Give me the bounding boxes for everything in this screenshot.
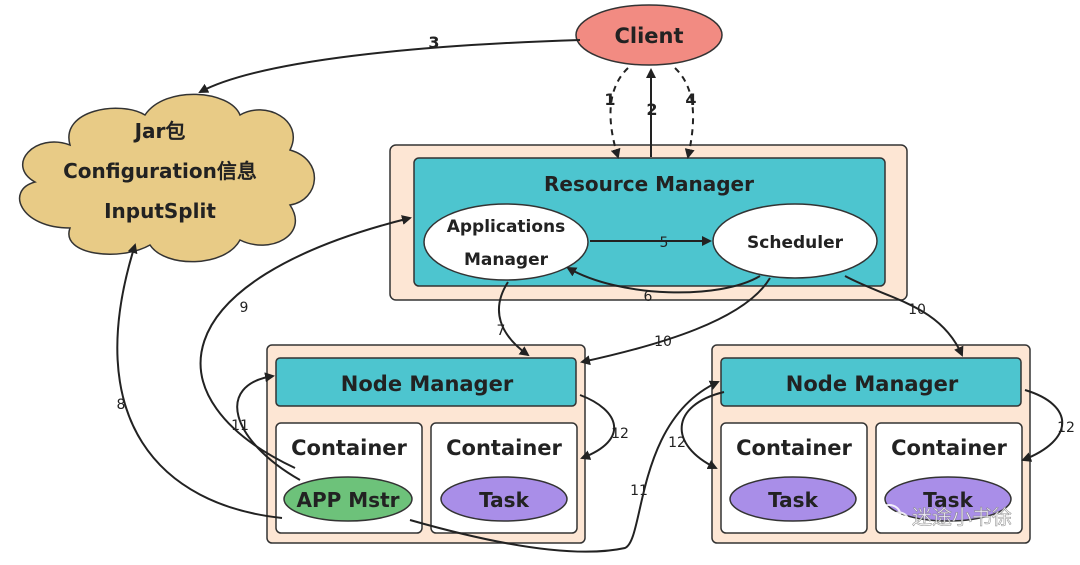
arrow-label-6: 6 bbox=[644, 289, 653, 305]
task-right-b-node bbox=[884, 476, 1012, 522]
cloud-line-configuration: Configuration信息 bbox=[63, 159, 257, 183]
task-right-a-label: Task bbox=[768, 488, 818, 512]
arrow-label-3: 3 bbox=[428, 33, 439, 52]
applications-manager-line2: Manager bbox=[464, 250, 549, 270]
task-left-label: Task bbox=[479, 488, 529, 512]
task-left-node bbox=[440, 476, 568, 522]
arrow-label-10-left: 10 bbox=[654, 334, 672, 350]
app-master-label: APP Mstr bbox=[297, 488, 400, 512]
arrow-7 bbox=[498, 281, 530, 357]
arrow-11-right bbox=[409, 380, 720, 553]
arrow-label-1: 1 bbox=[604, 90, 615, 109]
node-manager-right: Node Manager Container Container Task Ta… bbox=[711, 344, 1031, 544]
cloud-line-inputsplit: InputSplit bbox=[104, 199, 216, 223]
arrow-label-5: 5 bbox=[660, 235, 669, 251]
arrow-12-left bbox=[579, 394, 615, 460]
node-manager-right-title: Node Manager bbox=[786, 372, 959, 396]
scheduler-node bbox=[712, 203, 878, 279]
watermark: 迷途小书徐 bbox=[877, 504, 1012, 529]
task-right-a-node bbox=[729, 476, 857, 522]
resource-cloud: Jar包 Configuration信息 InputSplit bbox=[18, 93, 316, 263]
cloud-line-jar: Jar包 bbox=[133, 119, 186, 143]
arrow-label-10-right: 10 bbox=[908, 302, 926, 318]
arrow-labels: 3 1 2 4 5 6 7 9 8 10 10 11 11 12 12 12 bbox=[117, 33, 1075, 499]
container-left-b-label: Container bbox=[446, 436, 562, 460]
arrow-10-left bbox=[580, 277, 771, 366]
arrow-label-11-left: 11 bbox=[231, 418, 249, 434]
client-node: Client bbox=[575, 4, 723, 66]
arrow-12-mid bbox=[680, 391, 725, 470]
arrow-6 bbox=[566, 267, 761, 294]
arrow-label-11-right: 11 bbox=[630, 483, 648, 499]
arrow-8 bbox=[116, 243, 283, 519]
arrow-label-7: 7 bbox=[497, 323, 506, 339]
resource-manager-title: Resource Manager bbox=[544, 172, 754, 196]
arrow-11-left bbox=[236, 372, 301, 481]
arrows bbox=[116, 39, 1064, 553]
app-master-node bbox=[283, 476, 413, 522]
applications-manager-node bbox=[423, 203, 589, 281]
arrow-label-12-right: 12 bbox=[1057, 420, 1075, 436]
arrow-10-right bbox=[844, 275, 964, 357]
container-right-a-label: Container bbox=[736, 436, 852, 460]
client-label: Client bbox=[614, 24, 683, 48]
arrow-label-8: 8 bbox=[117, 397, 126, 413]
arrow-3 bbox=[198, 39, 581, 93]
arrow-4 bbox=[674, 67, 695, 159]
arrow-label-9: 9 bbox=[240, 300, 249, 316]
arrow-label-12-left: 12 bbox=[611, 426, 629, 442]
arrow-label-2: 2 bbox=[646, 100, 657, 119]
arrow-1 bbox=[609, 67, 629, 159]
applications-manager-line1: Applications bbox=[447, 217, 566, 237]
scheduler-label: Scheduler bbox=[747, 233, 844, 253]
node-manager-left: Node Manager Container Container APP Mst… bbox=[266, 344, 586, 544]
resource-manager: Resource Manager Applications Manager Sc… bbox=[389, 144, 908, 301]
container-left-a-label: Container bbox=[291, 436, 407, 460]
node-manager-left-title: Node Manager bbox=[341, 372, 514, 396]
watermark-text: 迷途小书徐 bbox=[912, 505, 1012, 529]
arrow-9 bbox=[199, 215, 412, 469]
container-right-b-label: Container bbox=[891, 436, 1007, 460]
arrow-12-right bbox=[1021, 389, 1064, 462]
arrow-label-12-mid: 12 bbox=[668, 435, 686, 451]
task-right-b-label: Task bbox=[923, 488, 973, 512]
wechat-icon bbox=[877, 504, 909, 529]
arrow-label-4: 4 bbox=[685, 90, 696, 109]
